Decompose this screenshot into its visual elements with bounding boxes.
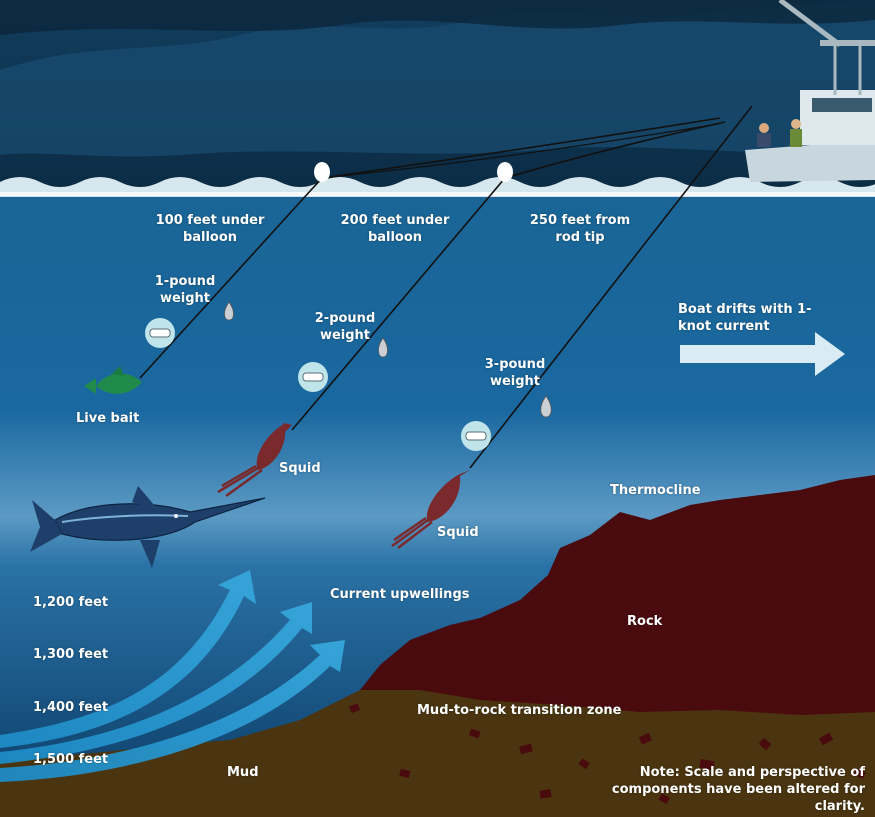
scale-note: Note: Scale and perspective of component… xyxy=(611,765,865,814)
balloon-icon xyxy=(314,162,330,182)
line-rig-2 xyxy=(291,121,726,431)
drift-arrow-icon xyxy=(680,332,845,376)
drift-label: Boat drifts with 1-knot current xyxy=(678,302,812,334)
rig-1-line-label: 100 feet under balloon xyxy=(155,213,265,245)
line-rig-3 xyxy=(469,105,753,469)
rig-3-bait-label: Squid xyxy=(437,525,479,540)
squid-icon xyxy=(391,470,470,549)
mud-label: Mud xyxy=(227,765,259,780)
weight-icon xyxy=(224,301,234,321)
cloud-bank xyxy=(0,0,875,157)
upwellings-label: Current upwellings xyxy=(330,587,470,602)
surface-waves xyxy=(0,177,875,196)
rig-3-weight-label: 3-pound weight xyxy=(484,357,546,389)
mud-layer xyxy=(0,690,875,817)
depth-label-1300: 1,300 feet xyxy=(33,647,109,662)
live-bait-fish-icon xyxy=(84,366,142,394)
depth-label-1200: 1,200 feet xyxy=(33,595,109,610)
squid-icon xyxy=(217,423,292,498)
line-rig-1 xyxy=(139,117,721,379)
transition-zone-label: Mud-to-rock transition zone xyxy=(417,703,622,718)
balloon-icon xyxy=(497,162,513,182)
sport-fishing-boat xyxy=(745,0,875,182)
weight-icon xyxy=(540,395,552,418)
rock-debris xyxy=(349,703,866,804)
depth-label-1500: 1,500 feet xyxy=(33,752,109,767)
rig-2-bait-label: Squid xyxy=(279,461,321,476)
weight-icon xyxy=(378,337,388,358)
rig-1-weight-label: 1-pound weight xyxy=(154,274,216,306)
line-rig-1-mainline xyxy=(321,123,719,179)
light-stick-icon xyxy=(145,318,175,348)
cloud-bank-upper xyxy=(0,0,875,35)
surface-line xyxy=(0,192,875,197)
thermocline-label: Thermocline xyxy=(610,483,701,498)
swordfish-icon xyxy=(30,486,266,568)
rock-label: Rock xyxy=(627,614,663,629)
depth-label-1400: 1,400 feet xyxy=(33,700,109,715)
rig-3-line-label: 250 feet from rod tip xyxy=(529,213,631,245)
rig-2-weight-label: 2-pound weight xyxy=(314,311,376,343)
rig-2-line-label: 200 feet under balloon xyxy=(340,213,450,245)
light-stick-icon xyxy=(461,421,491,451)
light-stick-icon xyxy=(298,362,328,392)
live-bait-label: Live bait xyxy=(76,411,140,426)
current-upwelling-arrows xyxy=(0,570,345,782)
